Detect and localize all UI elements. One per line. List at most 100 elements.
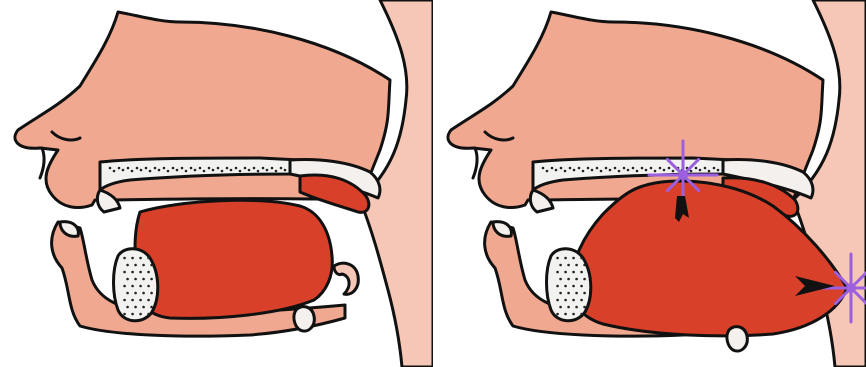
bone-dot xyxy=(181,167,184,170)
bone-dot xyxy=(559,278,562,281)
bone-dot xyxy=(564,313,567,316)
bone-dot xyxy=(139,313,142,316)
bone-dot xyxy=(262,167,265,170)
bone-dot xyxy=(244,167,247,170)
bone-dot xyxy=(572,313,575,316)
bone-dot xyxy=(556,299,559,302)
bone-dot xyxy=(556,271,559,274)
bone-dot xyxy=(645,169,648,172)
bone-dot xyxy=(699,169,702,172)
bone-dot xyxy=(142,278,145,281)
bone-dot xyxy=(139,257,142,260)
bone-dot xyxy=(580,285,583,288)
bone-dot xyxy=(203,170,206,173)
bone-dot xyxy=(564,285,567,288)
mandible-bone xyxy=(547,249,591,321)
bone-dot xyxy=(650,167,653,170)
bone-dot xyxy=(131,257,134,260)
bone-dot xyxy=(136,167,139,170)
bone-dot xyxy=(580,313,583,316)
bone-dot xyxy=(126,264,129,267)
bone-dot xyxy=(556,285,559,288)
bone-dot xyxy=(559,264,562,267)
bone-dot xyxy=(627,169,630,172)
bone-dot xyxy=(139,271,142,274)
bone-dot xyxy=(583,306,586,309)
bone-dot xyxy=(147,285,150,288)
larynx xyxy=(727,327,747,351)
bone-dot xyxy=(142,264,145,267)
lip-line xyxy=(473,148,477,178)
bone-dot xyxy=(123,313,126,316)
bone-dot xyxy=(704,167,707,170)
bone-dot xyxy=(131,313,134,316)
bone-dot xyxy=(199,167,202,170)
bone-dot xyxy=(248,169,251,172)
bone-dot xyxy=(284,169,287,172)
bone-dot xyxy=(573,169,576,172)
bone-dot xyxy=(578,167,581,170)
bone-dot xyxy=(154,167,157,170)
bone-dot xyxy=(575,278,578,281)
bone-dot xyxy=(555,169,558,172)
bone-dot xyxy=(556,257,559,260)
bone-dot xyxy=(567,278,570,281)
bone-dot xyxy=(559,306,562,309)
bone-dot xyxy=(560,167,563,170)
bone-dot xyxy=(253,167,256,170)
bone-dot xyxy=(134,264,137,267)
bone-dot xyxy=(659,167,662,170)
bone-dot xyxy=(230,169,233,172)
bone-dot xyxy=(569,167,572,170)
bone-dot xyxy=(618,170,621,173)
bone-dot xyxy=(572,271,575,274)
bone-dot xyxy=(559,292,562,295)
bone-dot xyxy=(134,306,137,309)
bone-dot xyxy=(140,169,143,172)
bone-dot xyxy=(567,292,570,295)
bone-dot xyxy=(226,167,229,170)
bone-dot xyxy=(142,292,145,295)
bone-dot xyxy=(575,264,578,267)
bone-dot xyxy=(708,170,711,173)
bone-dot xyxy=(150,278,153,281)
bone-dot xyxy=(600,170,603,173)
bone-dot xyxy=(564,257,567,260)
bone-dot xyxy=(150,264,153,267)
bone-dot xyxy=(580,271,583,274)
bone-dot xyxy=(596,167,599,170)
bone-dot xyxy=(663,169,666,172)
bone-dot xyxy=(609,169,612,172)
panel-resting-position xyxy=(0,0,433,367)
bone-dot xyxy=(580,257,583,260)
bone-dot xyxy=(185,170,188,173)
bone-dot xyxy=(605,167,608,170)
bone-dot xyxy=(564,170,567,173)
bone-dot xyxy=(546,170,549,173)
bone-dot xyxy=(542,167,545,170)
bone-dot xyxy=(572,285,575,288)
bone-dot xyxy=(583,264,586,267)
bone-dot xyxy=(190,167,193,170)
bone-dot xyxy=(158,169,161,172)
bone-dot xyxy=(690,170,693,173)
oral-cavity-diagram-right xyxy=(433,0,866,367)
bone-dot xyxy=(575,306,578,309)
bone-dot xyxy=(672,170,675,173)
bone-dot xyxy=(636,170,639,173)
bone-dot xyxy=(172,167,175,170)
bone-dot xyxy=(149,170,152,173)
bone-dot xyxy=(139,285,142,288)
bone-dot xyxy=(109,167,112,170)
bone-dot xyxy=(134,278,137,281)
bone-dot xyxy=(623,167,626,170)
bone-dot xyxy=(147,299,150,302)
bone-dot xyxy=(194,169,197,172)
bone-dot xyxy=(118,167,121,170)
bone-dot xyxy=(122,169,125,172)
bone-dot xyxy=(575,292,578,295)
bone-dot xyxy=(131,271,134,274)
mandible-bone xyxy=(114,249,158,321)
bone-dot xyxy=(572,257,575,260)
